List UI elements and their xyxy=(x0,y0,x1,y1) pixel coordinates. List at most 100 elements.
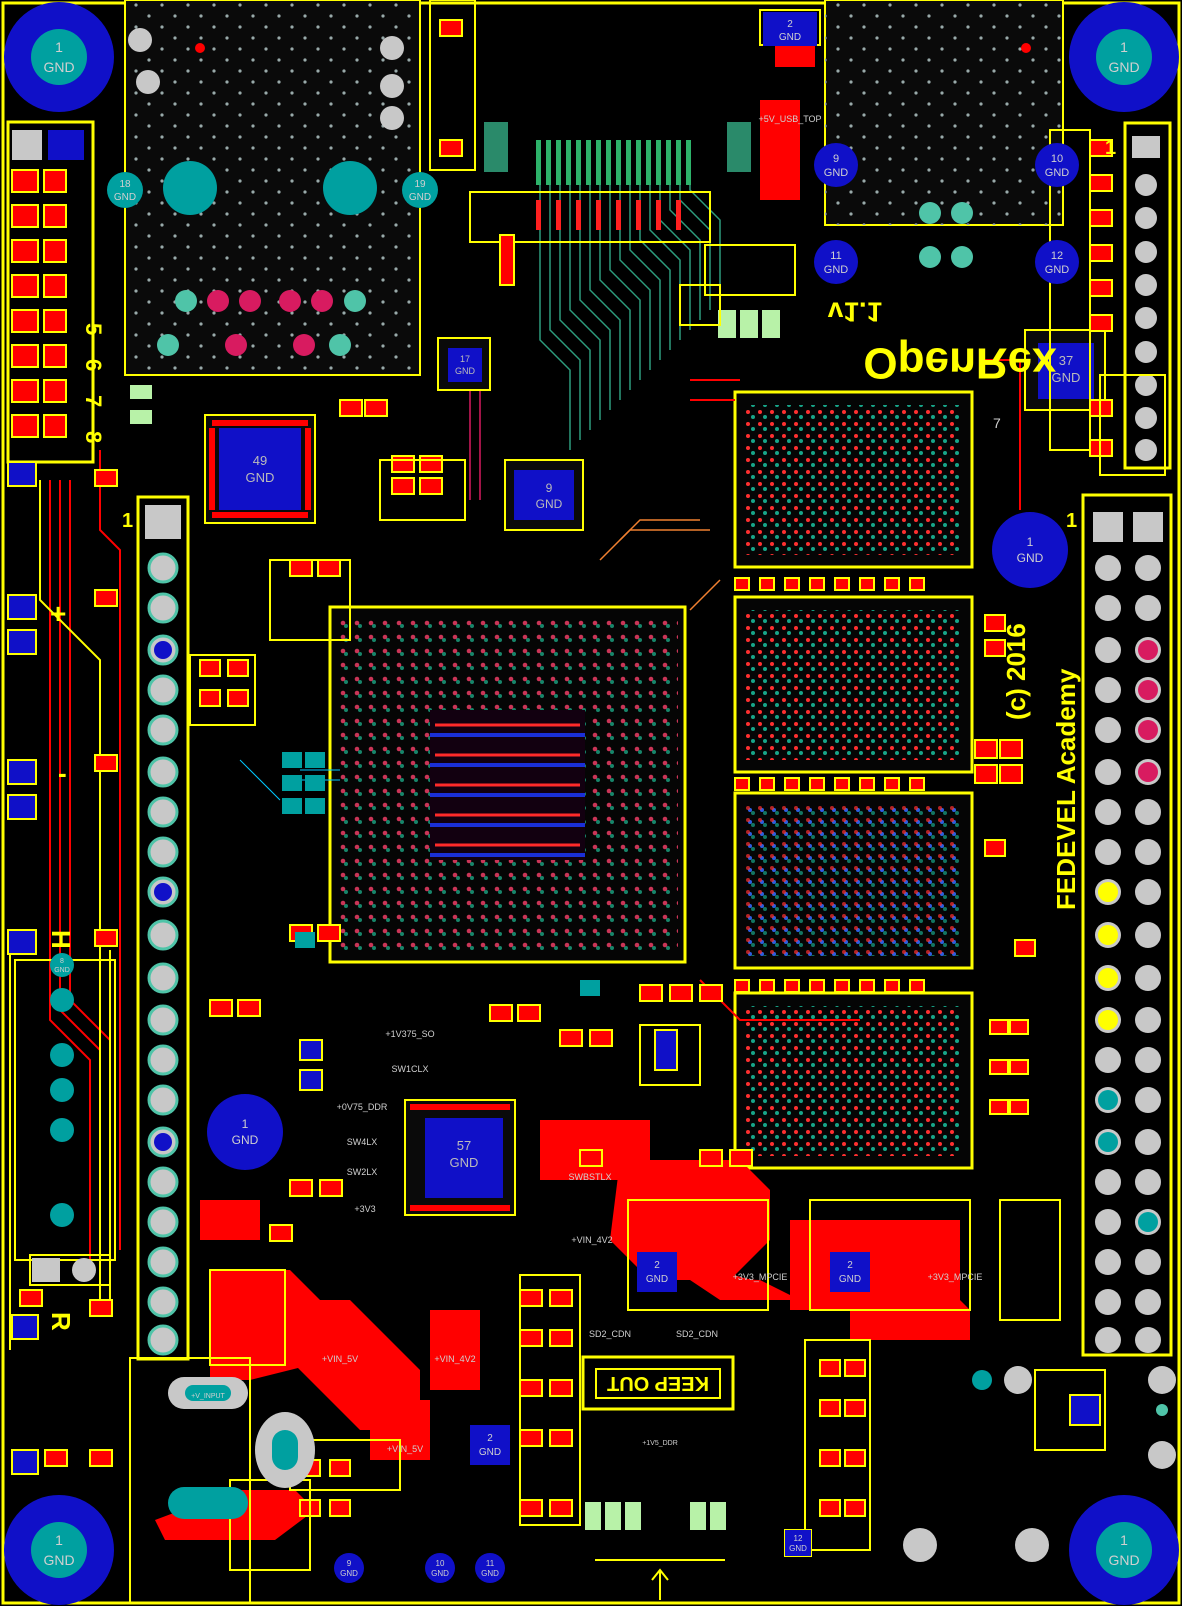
mounting-hole-top-left: 1 GND xyxy=(4,2,114,112)
mounting-hole-center-right: 1 GND xyxy=(992,512,1068,588)
pad-net: GND xyxy=(789,1544,807,1553)
pad-eth-18: 18 GND xyxy=(107,172,143,208)
net-3v3-mpcie: +3V3_MPCIE xyxy=(733,1272,788,1282)
top-right-header xyxy=(1123,121,1172,470)
mounting-hole-num: 1 xyxy=(1120,1532,1128,1548)
net-vin-4v2-b: +VIN_4V2 xyxy=(571,1235,612,1245)
pad-bottom-10: 10 GND xyxy=(425,1553,455,1583)
pad-net: GND xyxy=(839,1274,861,1285)
small-chip-17-pin: 17 xyxy=(460,354,470,364)
net-swbstlx: SWBSTLX xyxy=(568,1172,611,1182)
ddr-memory xyxy=(733,390,974,1170)
pad-num: 10 xyxy=(1051,153,1063,165)
pad-net: GND xyxy=(646,1274,668,1285)
pad-bottom-9: 9 GND xyxy=(334,1553,364,1583)
power-pours xyxy=(155,22,970,1540)
pad-num: 11 xyxy=(486,1559,495,1568)
pmic-pin: 57 xyxy=(457,1138,471,1153)
pad-net: GND xyxy=(479,1447,501,1458)
keep-out-label: KEEP OUT xyxy=(607,1372,709,1394)
mounting-holes: 1 GND 1 GND 1 GND 1 GND 1 GND 1 xyxy=(4,2,1179,1605)
net-0v75: +0V75_DDR xyxy=(337,1102,388,1112)
net-sw2lx: SW2LX xyxy=(347,1167,378,1177)
pad-bottom-11: 11 GND xyxy=(475,1553,505,1583)
pad-usb-10: 10 GND xyxy=(1035,143,1079,187)
silk-5: 5 xyxy=(81,323,106,335)
pad-reg-2a: 2 GND xyxy=(637,1252,677,1292)
pad-net: GND xyxy=(114,192,136,203)
small-chip-9-pin: 9 xyxy=(546,481,553,495)
pad-usb-9: 9 GND xyxy=(814,143,858,187)
soc-bga xyxy=(328,605,687,964)
usb-connector xyxy=(760,0,1064,268)
board-name: OpenRex v1.1 xyxy=(828,297,1057,388)
net-1v5-ddr: +1V5_DDR xyxy=(642,1440,678,1447)
small-chip-17: 17 GND xyxy=(437,337,491,391)
pad-net: GND xyxy=(409,192,431,203)
pad-num: 12 xyxy=(794,1534,803,1543)
net-5v-usb: +5V_USB_TOP xyxy=(758,114,821,124)
left-header xyxy=(6,120,95,464)
usb-hub-pin: 37 xyxy=(1059,353,1073,368)
pmic-net: GND xyxy=(450,1155,479,1170)
board-name-text: OpenRex xyxy=(863,338,1057,387)
power-jack xyxy=(168,1377,315,1519)
mounting-hole-num: 1 xyxy=(55,1532,63,1548)
right-pin-header xyxy=(1081,493,1173,1357)
mounting-hole-net: GND xyxy=(1017,551,1044,565)
net-1v375: +1V375_SO xyxy=(385,1029,434,1039)
pad-num: 2 xyxy=(487,1433,493,1444)
pmic-chip: 57 GND xyxy=(404,1099,516,1216)
pad-num: 8 xyxy=(60,958,64,965)
pad-num: 9 xyxy=(833,153,839,165)
net-sd2-cdn-b: SD2_CDN xyxy=(676,1329,718,1339)
net-sw1clx: SW1CLX xyxy=(391,1064,428,1074)
mounting-hole-net: GND xyxy=(43,1552,74,1568)
pad-net: GND xyxy=(1045,167,1070,179)
net-3v3-mpcie-b: +3V3_MPCIE xyxy=(928,1272,983,1282)
pad-num: 9 xyxy=(347,1559,352,1568)
mounting-hole-bottom-left: 1 GND xyxy=(4,1495,114,1605)
pad-net: GND xyxy=(824,167,849,179)
ethernet-phy-chip: 49 GND xyxy=(204,414,316,524)
silk-6: 6 xyxy=(81,359,106,371)
pad-net: GND xyxy=(431,1569,449,1578)
silk-8: 8 xyxy=(81,431,106,443)
mounting-hole-center-left: 1 GND xyxy=(207,1094,283,1170)
fpc-pads xyxy=(469,122,751,243)
pad-num: 2 xyxy=(847,1260,853,1271)
net-labels: +VIN_5V +VIN_4V2 +VIN_4V2 +VIN_5V +3V3_M… xyxy=(191,114,982,1454)
keep-out-zone: KEEP OUT xyxy=(581,1355,735,1411)
pad-bottom-8: 8 GND xyxy=(50,953,74,977)
pad-bottom-12: 12 GND xyxy=(785,1530,811,1556)
pad-num: 18 xyxy=(119,179,131,190)
pad-net: GND xyxy=(54,967,70,974)
pad-reg-2b: 2 GND xyxy=(830,1252,870,1292)
mounting-hole-num: 1 xyxy=(55,39,63,55)
silk-minus: - xyxy=(58,758,67,788)
silk-h: H xyxy=(46,930,76,949)
credit-year: (c) 2016 xyxy=(1001,623,1031,720)
small-chip-9-net: GND xyxy=(536,497,563,511)
ethernet-connector xyxy=(124,0,421,376)
usb-hub-chip: 37 GND xyxy=(1024,329,1106,411)
board-version-text: v1.1 xyxy=(828,297,883,328)
ethernet-phy-pin: 49 xyxy=(253,453,267,468)
board-edge-arrow xyxy=(595,1559,725,1600)
silk-pin1-left: 1 xyxy=(122,510,133,532)
pad-num: 12 xyxy=(1051,250,1063,262)
mounting-hole-top-right: 1 GND xyxy=(1069,2,1179,112)
pad-net: GND xyxy=(1045,264,1070,276)
pad-reg-2c: 2 GND xyxy=(470,1425,510,1465)
silk-7: 7 xyxy=(81,395,106,407)
pad-num: 2 xyxy=(654,1260,660,1271)
net-vin-4v2: +VIN_4V2 xyxy=(434,1354,475,1364)
net-sd2-cdn-a: SD2_CDN xyxy=(589,1329,631,1339)
audio-connector xyxy=(903,1366,1176,1562)
gnd-pads: 2 GND 9 GND 10 GND 11 GND 12 GND 18 GND xyxy=(50,12,1079,1583)
net-sw4lx: SW4LX xyxy=(347,1137,378,1147)
silk-pin1-right: 1 xyxy=(1066,510,1077,532)
silk-labels: 5 6 7 8 1 + - H R 1 1 7 xyxy=(46,137,1116,1331)
